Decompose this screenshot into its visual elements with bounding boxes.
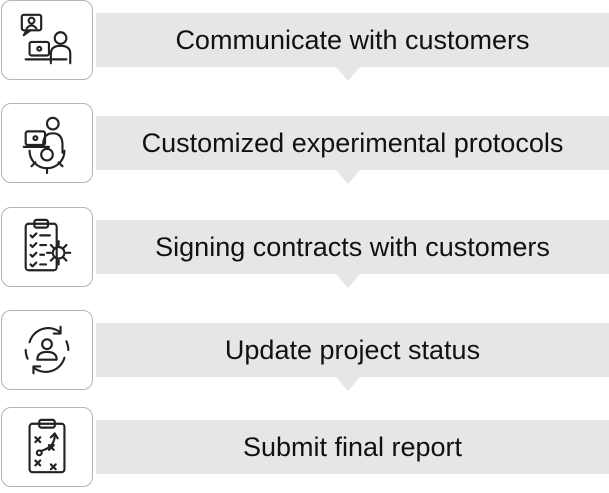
- step-1-banner-shape: [96, 13, 609, 81]
- clipboard-gear-icon: [24, 218, 72, 272]
- person-refresh-icon: [24, 325, 70, 375]
- step-4-banner: Update project status: [96, 323, 609, 391]
- step-1: Communicate with customers: [0, 0, 609, 86]
- step-2-banner: Customized experimental protocols: [96, 116, 609, 184]
- step-4-banner-shape: [96, 323, 609, 391]
- step-1-icon-box: [1, 0, 93, 80]
- step-4: Update project status: [0, 310, 609, 396]
- step-2-icon-box: [1, 103, 93, 183]
- step-2: Customized experimental protocols: [0, 103, 609, 189]
- step-3: Signing contracts with customers: [0, 207, 609, 293]
- step-5: Submit final report: [0, 407, 609, 493]
- step-2-banner-shape: [96, 116, 609, 184]
- step-4-icon-box: [1, 310, 93, 390]
- step-5-banner: Submit final report: [96, 420, 609, 474]
- customer-communication-icon: [20, 13, 72, 65]
- person-laptop-gear-icon: [22, 116, 66, 174]
- step-1-banner: Communicate with customers: [96, 13, 609, 81]
- clipboard-strategy-icon: [28, 418, 66, 474]
- step-3-icon-box: [1, 207, 93, 287]
- step-1-label: Communicate with customers: [175, 24, 530, 55]
- step-5-icon-box: [1, 407, 93, 487]
- step-3-banner-shape: [96, 220, 609, 288]
- step-3-label: Signing contracts with customers: [155, 231, 550, 262]
- step-5-label: Submit final report: [242, 431, 463, 462]
- step-3-banner: Signing contracts with customers: [96, 220, 609, 288]
- step-5-banner-shape: [96, 420, 609, 474]
- step-2-label: Customized experimental protocols: [141, 127, 564, 158]
- step-4-label: Update project status: [224, 334, 481, 365]
